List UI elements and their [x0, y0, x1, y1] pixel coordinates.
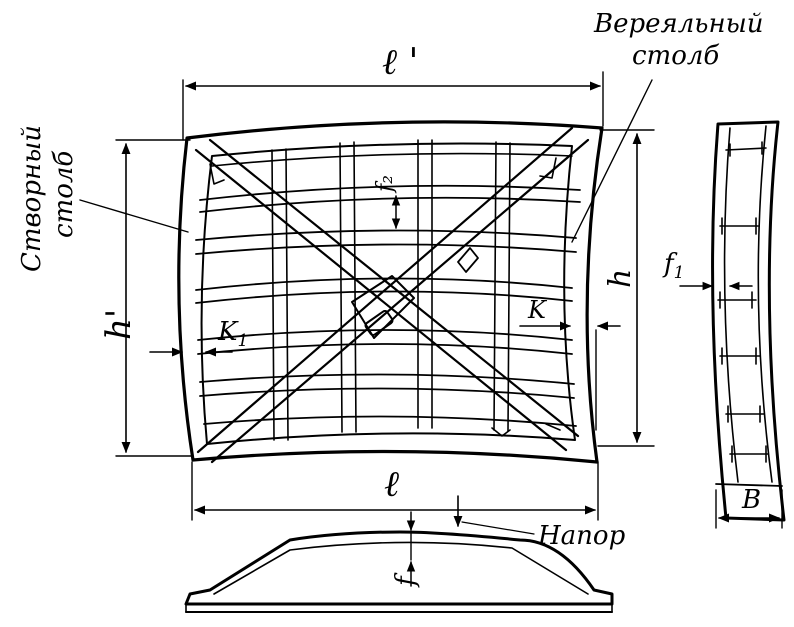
label-gate-post-line1: Вереяльный [593, 9, 764, 39]
dimension-h: h [597, 129, 655, 447]
leader-lines [79, 79, 653, 243]
plan-view-outline [184, 530, 614, 606]
dim-label-k1: K1 [217, 317, 248, 351]
label-miter-post-line1: Створный [17, 125, 47, 272]
dim-label-l: ℓ [384, 464, 399, 505]
dimension-k1: K1 [149, 317, 248, 357]
dim-label-h: h [603, 269, 638, 288]
dim-label-k: K [527, 296, 548, 324]
center-node-plate [351, 247, 479, 339]
dim-label-f: f [391, 572, 421, 588]
label-miter-post-line2: столб [49, 151, 79, 238]
corner-gussets [209, 157, 561, 437]
gate-leaf-plan-view: f [184, 495, 614, 613]
gate-frame-outer [177, 120, 604, 464]
label-gate-post-line2: столб [632, 41, 719, 71]
dimension-f2: f₂ [373, 175, 401, 230]
dim-label-l-prime: ℓ ' [382, 42, 418, 83]
dimension-h-prime: h' [99, 139, 193, 457]
gate-frame-inner [200, 142, 576, 445]
side-view-girders [717, 141, 769, 463]
dimension-l: ℓ [191, 461, 599, 521]
side-view-outer [711, 120, 786, 522]
dim-label-h-prime: h' [99, 309, 139, 340]
dim-label-f2: f₂ [373, 175, 398, 194]
gate-leaf-side-view: f1 B [662, 120, 786, 529]
dim-label-b: B [741, 485, 761, 515]
dimension-k: K [519, 296, 621, 431]
dimension-l-prime: ℓ ' [182, 42, 604, 141]
gate-leaf-front-view [177, 120, 604, 464]
label-head: Напор [537, 521, 626, 551]
top-girder-line [211, 152, 573, 167]
vertical-posts [271, 139, 511, 441]
dim-label-f1: f1 [662, 249, 684, 283]
diagonal-braces [194, 126, 590, 464]
